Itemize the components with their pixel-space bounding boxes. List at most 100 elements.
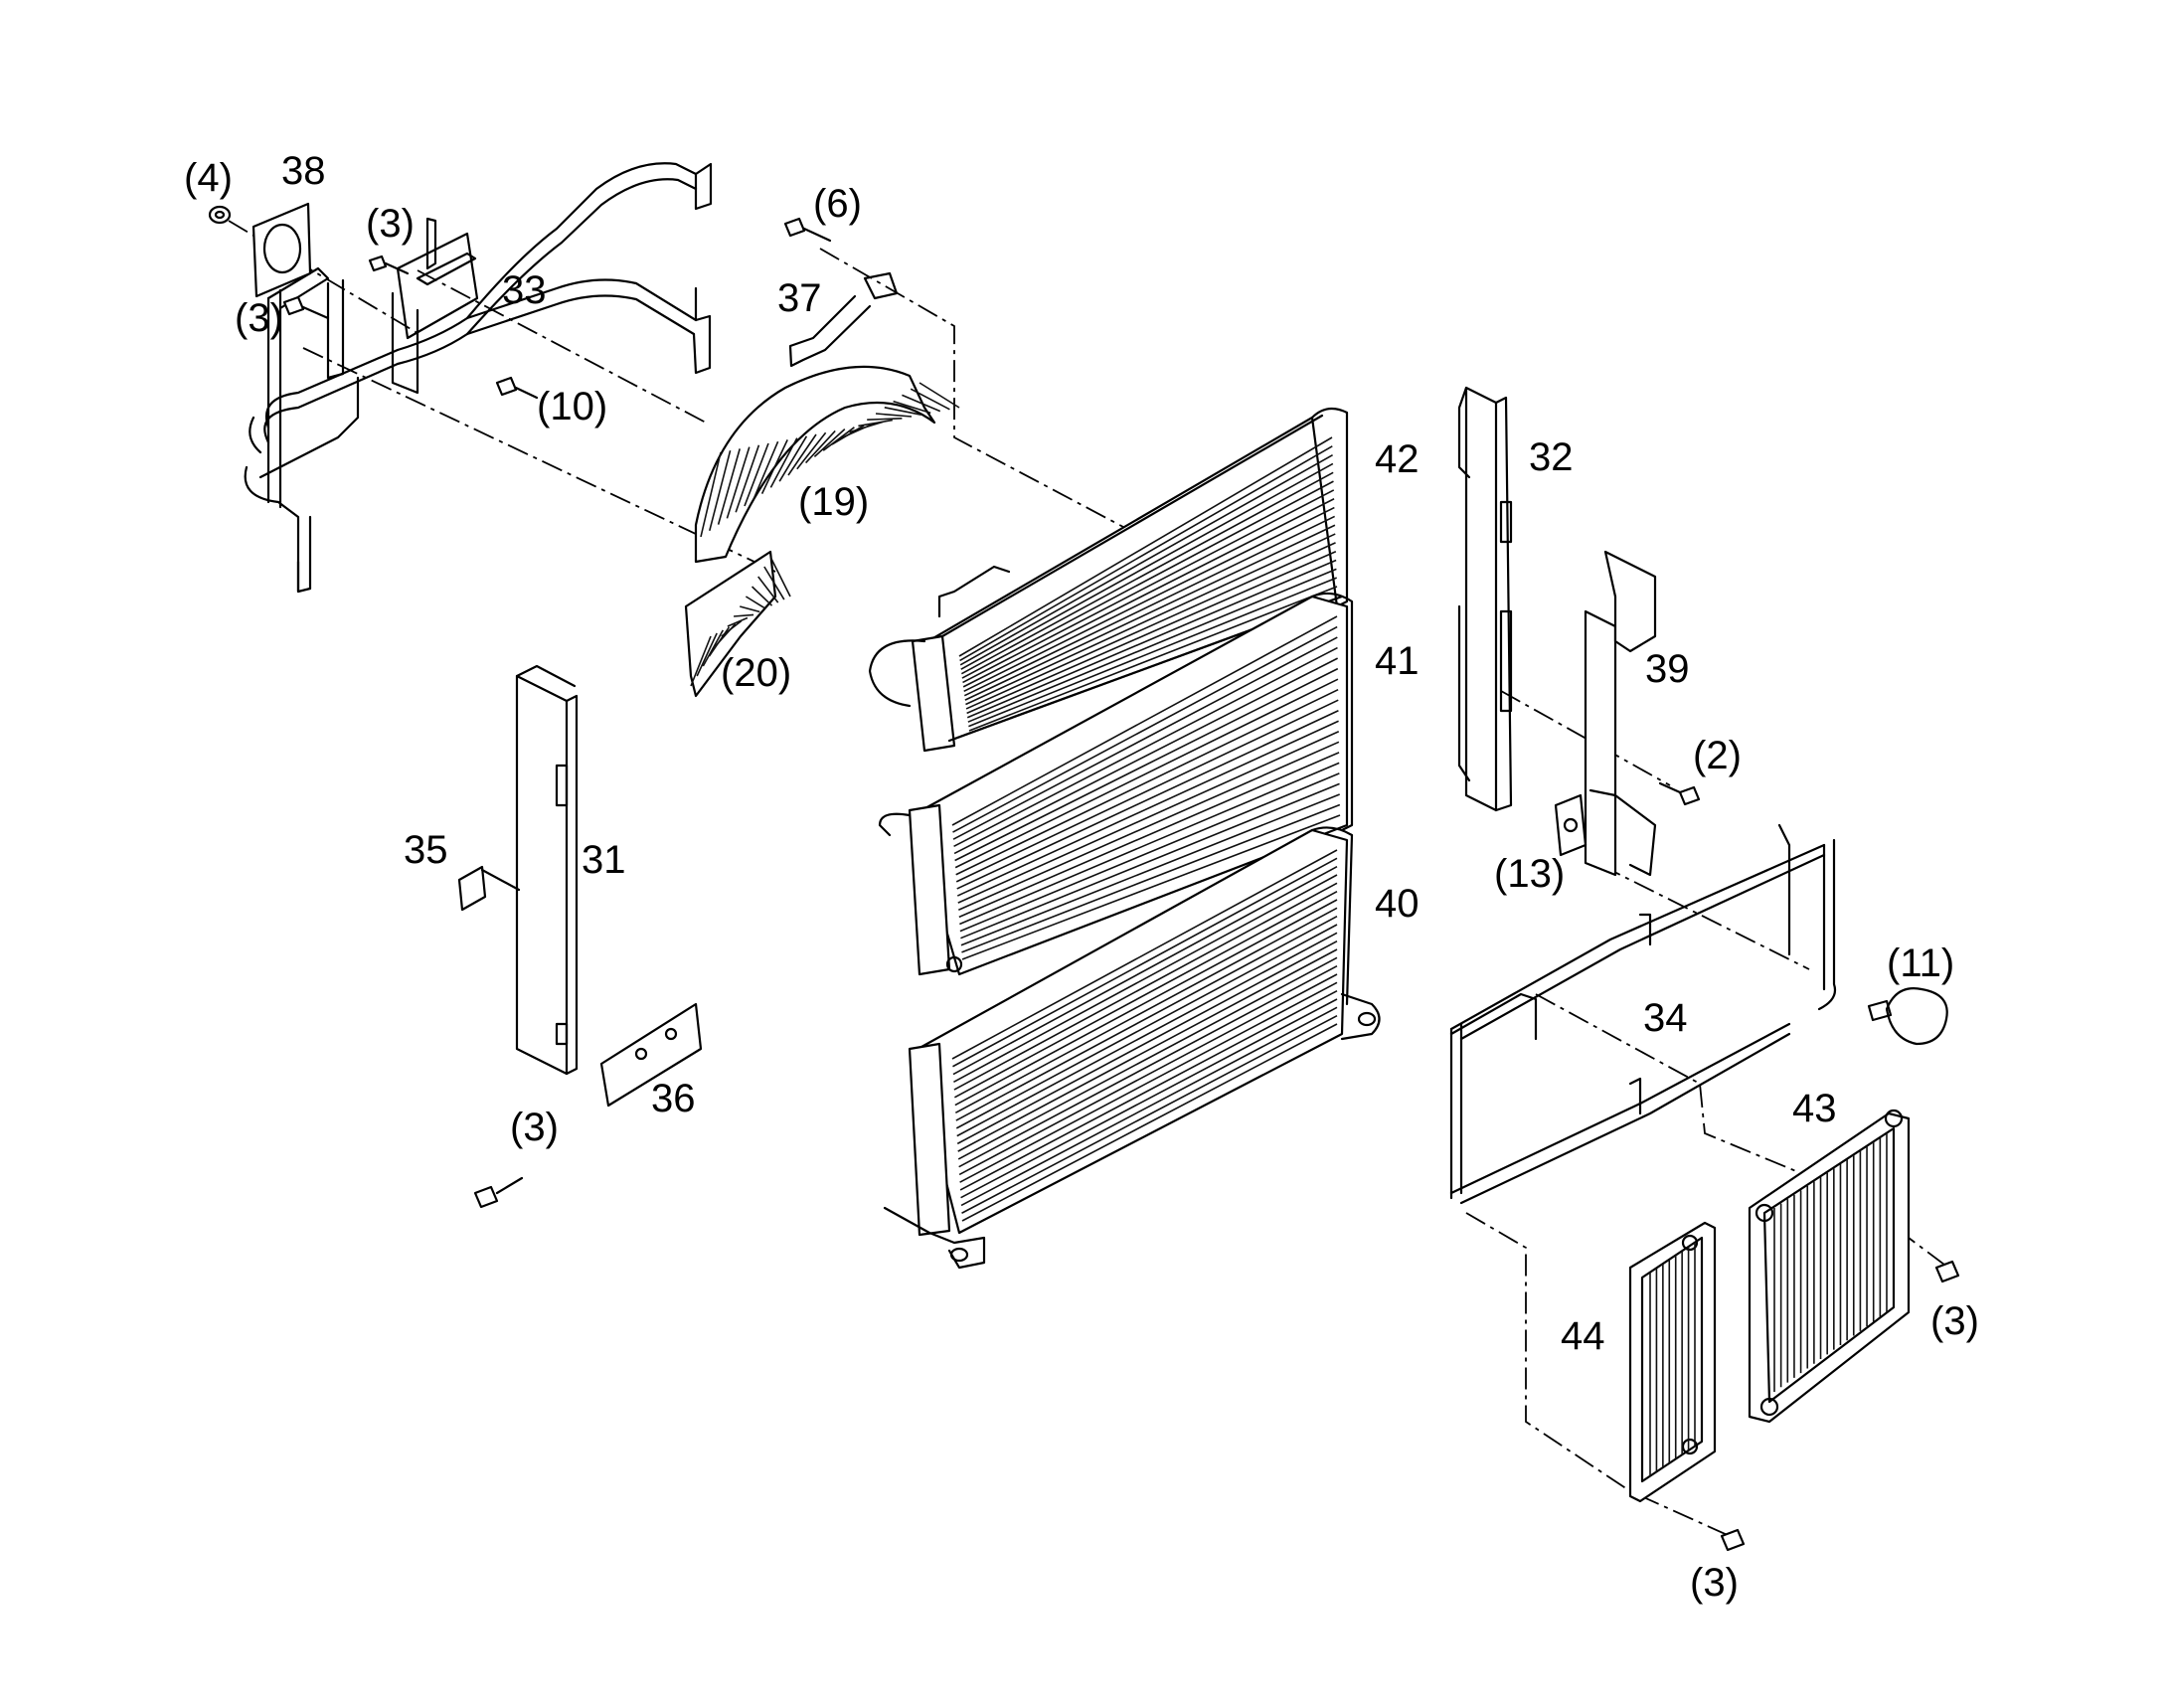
fin-line	[961, 1023, 1338, 1222]
fin-line	[953, 657, 1338, 855]
fin-line	[959, 772, 1340, 933]
fin-line	[953, 882, 1338, 1091]
fin-line	[958, 973, 1338, 1176]
fin-line	[957, 731, 1340, 904]
nut-4-icon	[208, 205, 232, 225]
callout-38: 38	[281, 149, 326, 193]
callout-43: 43	[1792, 1087, 1837, 1130]
part-38-plate	[251, 202, 312, 298]
fin-line	[959, 445, 1333, 662]
fin-line	[867, 418, 903, 421]
callout-42: 42	[1375, 437, 1420, 481]
fin-line	[953, 874, 1338, 1083]
bolt-3e-icon	[1934, 1260, 1960, 1283]
fin-line	[959, 453, 1333, 666]
fin-line	[958, 752, 1340, 919]
fin-line	[717, 448, 741, 525]
fin-line	[955, 915, 1338, 1121]
fin-line	[700, 451, 722, 538]
cap-11-icon	[1867, 987, 1948, 1046]
fin-line	[752, 440, 779, 501]
fin-line	[956, 720, 1339, 897]
fin-line	[954, 899, 1338, 1107]
fin-line	[740, 605, 760, 613]
fin-line	[822, 427, 855, 451]
fin-line	[960, 462, 1334, 670]
fin-line	[959, 981, 1338, 1183]
fin-line	[954, 678, 1339, 869]
fin-line	[963, 515, 1335, 697]
fin-line	[721, 619, 743, 637]
fin-line	[778, 435, 808, 482]
fin-line	[910, 388, 950, 411]
fin-line	[958, 964, 1338, 1168]
callout-4: (4)	[184, 156, 233, 200]
fin-line	[955, 924, 1338, 1129]
fin-line	[956, 932, 1338, 1137]
bolt-2-icon	[1658, 781, 1701, 806]
fin-line	[763, 566, 785, 600]
callout-labels: (4) 38 (3) 33 (3) (10) (6) 37 (19) (20) …	[184, 149, 1979, 1605]
fin-line	[952, 865, 1338, 1076]
part-33-frame	[244, 162, 713, 594]
part-37-bracket	[788, 271, 899, 368]
fin-line	[963, 506, 1335, 693]
part-41-core	[878, 592, 1354, 976]
bolt-3f-icon	[1720, 1528, 1746, 1552]
fin-line	[957, 948, 1338, 1152]
part-32-bracket	[1457, 386, 1513, 812]
part-40-core	[883, 826, 1381, 1270]
callout-31: 31	[582, 838, 626, 882]
fin-line	[964, 524, 1336, 701]
fin-line	[961, 803, 1341, 953]
callout-20: (20)	[721, 651, 791, 695]
callout-44: 44	[1561, 1314, 1605, 1358]
fin-line	[960, 793, 1340, 946]
callout-32: 32	[1529, 435, 1574, 479]
fin-line	[955, 688, 1339, 876]
fin-line	[957, 956, 1338, 1160]
fin-line	[744, 442, 769, 507]
part-20-shroud	[684, 550, 791, 698]
fin-line	[960, 782, 1340, 939]
bolt-3a-icon	[368, 255, 410, 275]
callout-19: (19)	[798, 480, 869, 524]
fin-line	[787, 433, 817, 476]
callout-2: (2)	[1693, 734, 1742, 777]
fin-line	[957, 741, 1340, 911]
callout-6: (6)	[813, 182, 862, 226]
fin-line	[965, 542, 1336, 710]
fin-line	[893, 400, 931, 415]
part-19-shroud	[694, 365, 960, 564]
part-44-cooler	[1628, 1221, 1717, 1503]
fin-line	[967, 568, 1337, 723]
part-42-core	[868, 407, 1349, 753]
fin-line	[954, 667, 1339, 862]
fin-line	[696, 632, 718, 677]
fin-line	[796, 431, 827, 470]
callout-36: 36	[651, 1077, 696, 1120]
part-43-cooler	[1748, 1109, 1911, 1424]
fin-line	[959, 762, 1340, 926]
fin-line	[951, 615, 1338, 826]
fin-line	[902, 394, 941, 413]
fin-line	[968, 586, 1338, 732]
callout-37: 37	[777, 276, 822, 320]
fin-line	[956, 939, 1338, 1145]
fin-line	[960, 1006, 1338, 1207]
fin-line	[966, 550, 1337, 715]
part-34-frame	[1449, 823, 1837, 1205]
fin-line	[884, 407, 921, 416]
fin-line	[726, 446, 751, 519]
fin-line	[954, 907, 1338, 1114]
fin-line	[727, 616, 749, 627]
callout-34: 34	[1643, 996, 1688, 1040]
fin-line	[959, 989, 1338, 1191]
fin-line	[965, 533, 1336, 706]
fin-line	[952, 636, 1338, 840]
part-35-tab	[457, 865, 521, 912]
fin-line	[858, 419, 893, 427]
fin-line	[961, 814, 1341, 960]
fin-line	[952, 625, 1338, 833]
callout-40: 40	[1375, 882, 1420, 926]
